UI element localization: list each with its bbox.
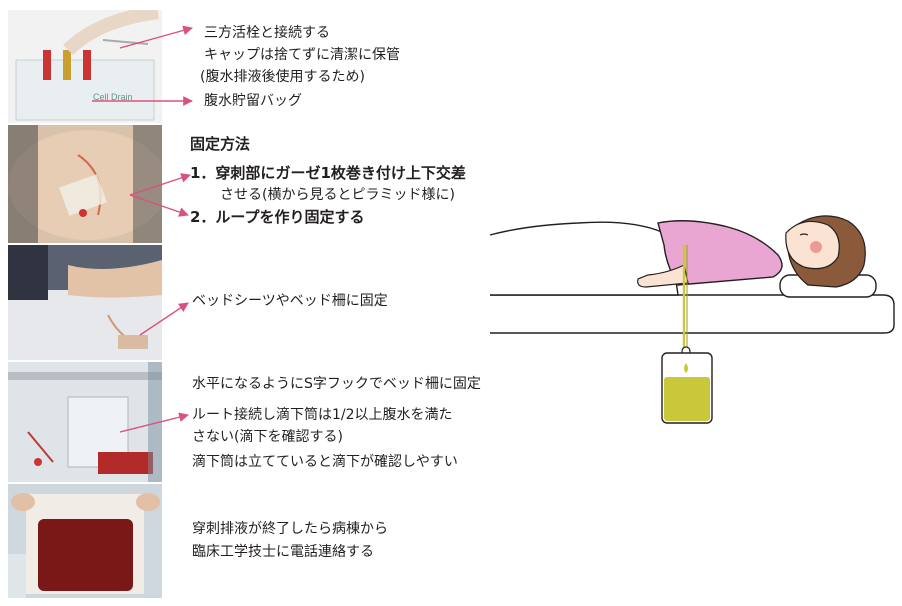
patient-arm	[637, 264, 689, 288]
callout-ascites-bag: 腹水貯留バッグ	[204, 93, 302, 109]
patient-drainage-illustration	[489, 215, 895, 424]
callout-bed-sheet: ベッドシーツやベッド柵に固定	[192, 293, 388, 309]
callout-stopcock-line2: キャップは捨てずに清潔に保管	[204, 47, 400, 63]
bed-mattress	[490, 294, 895, 334]
fixation-step2: 2．ループを作り固定する	[190, 208, 365, 226]
callout-drip-line3: 滴下筒は立てていると滴下が確認しやすい	[192, 454, 458, 470]
fixation-step1-line2: させる(横から見るとピラミッド様に)	[220, 187, 455, 203]
callout-drip-line1: ルート接続し滴下筒は1/2以上腹水を満た	[192, 407, 453, 423]
callout-stopcock-line3: (腹水排液後使用するため)	[200, 69, 365, 85]
photo-drip-chamber-hook	[8, 362, 162, 482]
arrow-bed-sheet	[139, 302, 189, 336]
photo-puncture-site-fixation	[8, 125, 162, 243]
fixation-heading: 固定方法	[190, 135, 251, 153]
fixation-step1-line1: 1．穿刺部にガーゼ1枚巻き付け上下交差	[190, 164, 466, 182]
drainage-bag-fluid	[664, 377, 710, 421]
photo-drain-bag-connection: Cell Drain	[8, 10, 162, 123]
callout-contact-line1: 穿刺排液が終了したら病棟から	[192, 521, 388, 537]
photo-full-drainage-bag	[8, 484, 162, 598]
arrow-fixation-2	[129, 194, 189, 217]
svg-text:Cell Drain: Cell Drain	[93, 92, 133, 102]
arrow-drip	[119, 412, 189, 433]
arrow-stopcock	[119, 25, 193, 49]
callout-stopcock-line1: 三方活栓と接続する	[204, 25, 330, 41]
callout-contact-line2: 臨床工学技士に電話連絡する	[192, 544, 374, 560]
photo-bed-sheet-fixation	[8, 245, 162, 360]
callout-s-hook: 水平になるようにS字フックでベッド柵に固定	[192, 376, 481, 392]
callout-drip-line2: さない(滴下を確認する)	[192, 429, 343, 445]
arrow-fixation-1	[129, 173, 191, 196]
